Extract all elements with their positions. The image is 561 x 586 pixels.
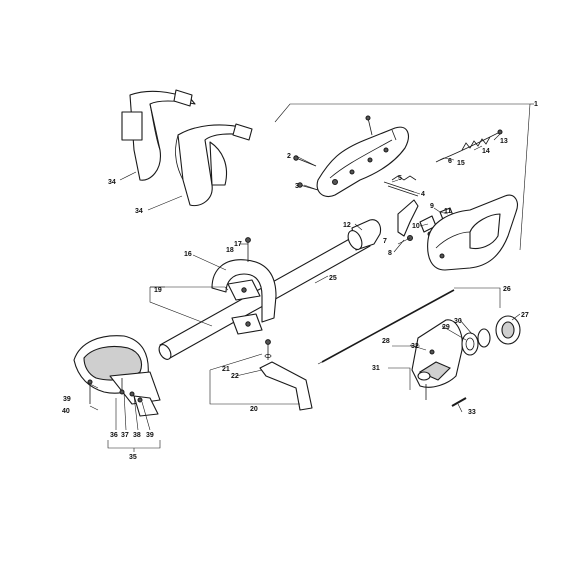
- callout-29: 29: [442, 324, 450, 331]
- drive-shaft: [317, 289, 455, 365]
- callout-7: 7: [383, 238, 387, 245]
- loop-handle: [211, 237, 277, 335]
- callout-26: 26: [503, 286, 511, 293]
- callout-38: 38: [133, 432, 141, 439]
- callout-5: 5: [398, 175, 402, 182]
- gear-head: [411, 319, 463, 400]
- callout-36: 36: [110, 432, 118, 439]
- callout-28: 28: [382, 338, 390, 345]
- harness-strap-lower: [175, 123, 253, 207]
- clamp-screw: [451, 397, 467, 407]
- bracket-assembly-35: [107, 440, 161, 452]
- callout-9: 9: [430, 203, 434, 210]
- callout-18: 18: [226, 247, 234, 254]
- callout-15: 15: [457, 160, 465, 167]
- callout-19: 19: [154, 287, 162, 294]
- screw-parts: [293, 115, 397, 191]
- callout-34-upper: 34: [108, 179, 116, 186]
- callout-40: 40: [62, 408, 70, 415]
- leader-lines: [89, 103, 534, 431]
- callout-16: 16: [184, 251, 192, 258]
- bearing-and-seals: [461, 315, 521, 356]
- callout-37: 37: [121, 432, 129, 439]
- callout-12: 12: [343, 222, 351, 229]
- debris-guard: [73, 335, 161, 417]
- callout-6: 6: [448, 158, 452, 165]
- callout-22: 22: [231, 373, 239, 380]
- callout-33: 33: [468, 409, 476, 416]
- callout-39-guard: 39: [146, 432, 154, 439]
- callout-14: 14: [482, 148, 490, 155]
- callout-10: 10: [412, 223, 420, 230]
- callout-2: 2: [287, 153, 291, 160]
- callout-4: 4: [421, 191, 425, 198]
- callout-34-lower: 34: [135, 208, 143, 215]
- throttle-housing-left-half: [316, 126, 409, 198]
- callout-39-left: 39: [63, 396, 71, 403]
- callout-20: 20: [250, 406, 258, 413]
- callout-13: 13: [500, 138, 508, 145]
- callout-1: 1: [534, 101, 538, 108]
- callout-3: 3: [295, 183, 299, 190]
- callout-21: 21: [222, 366, 230, 373]
- callout-30: 30: [454, 318, 462, 325]
- callout-11: 11: [444, 208, 452, 215]
- callout-31: 31: [372, 365, 380, 372]
- callout-8: 8: [388, 250, 392, 257]
- throttle-cable: [435, 129, 503, 163]
- bracket-assembly-1: [274, 103, 531, 251]
- callout-32: 32: [411, 343, 419, 350]
- callout-27: 27: [521, 312, 529, 319]
- callout-35: 35: [129, 454, 137, 461]
- guard-bracket: [259, 339, 313, 411]
- callout-25: 25: [329, 275, 337, 282]
- callout-17: 17: [234, 241, 242, 248]
- harness-strap-upper: [121, 89, 196, 181]
- callout-labels: 1 2 3 4 5 6 7 8 9 10 11 12 13 14 15 16 1…: [62, 101, 538, 461]
- throttle-housing-right-half: [427, 194, 518, 271]
